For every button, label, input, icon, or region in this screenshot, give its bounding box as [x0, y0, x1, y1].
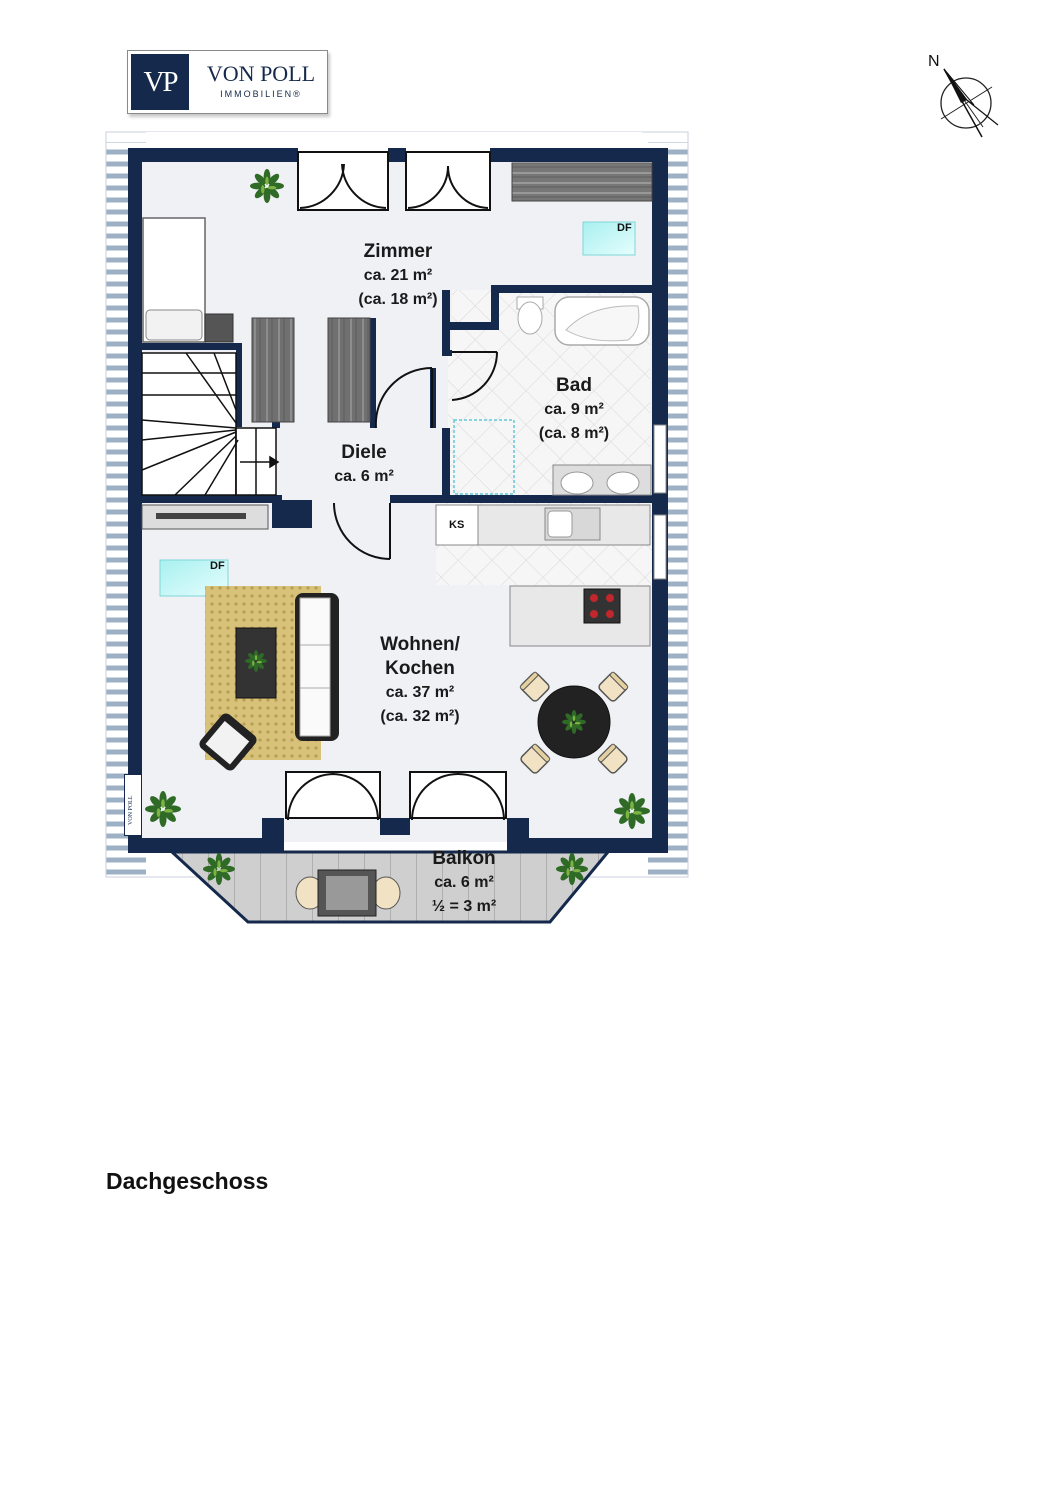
room-name: Diele: [341, 442, 387, 463]
living-furniture: [199, 586, 339, 771]
room-diele: Diele ca. 6 m²: [334, 441, 394, 489]
wardrobe-diele-2: [327, 317, 371, 423]
room-zimmer: Zimmer ca. 21 m² (ca. 18 m²): [358, 240, 437, 312]
room-balkon: Balkon ca. 6 m² ½ = 3 m²: [432, 847, 496, 919]
room-wohnen-kochen: Wohnen/ Kochen ca. 37 m² (ca. 32 m²): [380, 633, 460, 729]
bed: [142, 217, 234, 343]
floor-plan: [105, 131, 1060, 924]
room-area: ca. 6 m²: [434, 874, 494, 891]
logo-name: VON POLL: [206, 61, 316, 86]
floor-title: Dachgeschoss: [106, 1168, 269, 1194]
wardrobe-zimmer: [511, 162, 653, 202]
interior-doors: [333, 351, 499, 560]
balcony-furniture: [295, 869, 401, 917]
wall-end-windows: [653, 424, 667, 580]
room-area-net: (ca. 32 m²): [380, 708, 460, 725]
compass-north-label: N: [928, 53, 940, 70]
plan-brand-mark: VON POLL: [124, 774, 142, 836]
von-poll-logo: VP VON POLL IMMOBILIEN®: [127, 50, 328, 114]
walls: [128, 148, 668, 853]
wardrobe-diele-1: [251, 317, 295, 423]
fridge-label: KS: [449, 519, 465, 531]
room-area: ca. 21 m²: [363, 267, 433, 284]
room-name: Wohnen/: [380, 634, 460, 655]
skylight-label-zimmer: DF: [617, 222, 632, 234]
dining-set: [518, 670, 630, 776]
balcony-doors: [285, 771, 507, 821]
room-bad: Bad ca. 9 m² (ca. 8 m²): [539, 374, 609, 446]
room-area: ca. 6 m²: [334, 468, 394, 485]
room-area: ca. 9 m²: [544, 401, 604, 418]
skylight-zimmer: [582, 221, 636, 256]
room-name-2: Kochen: [385, 658, 455, 679]
room-area-net: (ca. 18 m²): [358, 291, 438, 308]
room-name: Zimmer: [363, 241, 433, 262]
room-area-net: (ca. 8 m²): [538, 425, 610, 442]
staircase: [141, 352, 280, 496]
skylight-label-wohnen: DF: [210, 560, 225, 572]
room-area: ca. 37 m²: [385, 684, 455, 701]
bathroom-fixtures: [453, 296, 652, 496]
north-arrow-icon: N: [928, 53, 999, 138]
room-name: Balkon: [432, 848, 496, 869]
tv-stand: [141, 504, 269, 530]
top-windows: [297, 151, 491, 211]
room-area-half: ½ = 3 m²: [431, 898, 497, 915]
kitchen-fixtures: [435, 504, 651, 647]
logo-subtitle: IMMOBILIEN®: [220, 89, 302, 99]
logo-mark: VP: [131, 54, 189, 110]
plan-brand-text: VON POLL: [128, 795, 134, 826]
room-name: Bad: [556, 375, 592, 396]
